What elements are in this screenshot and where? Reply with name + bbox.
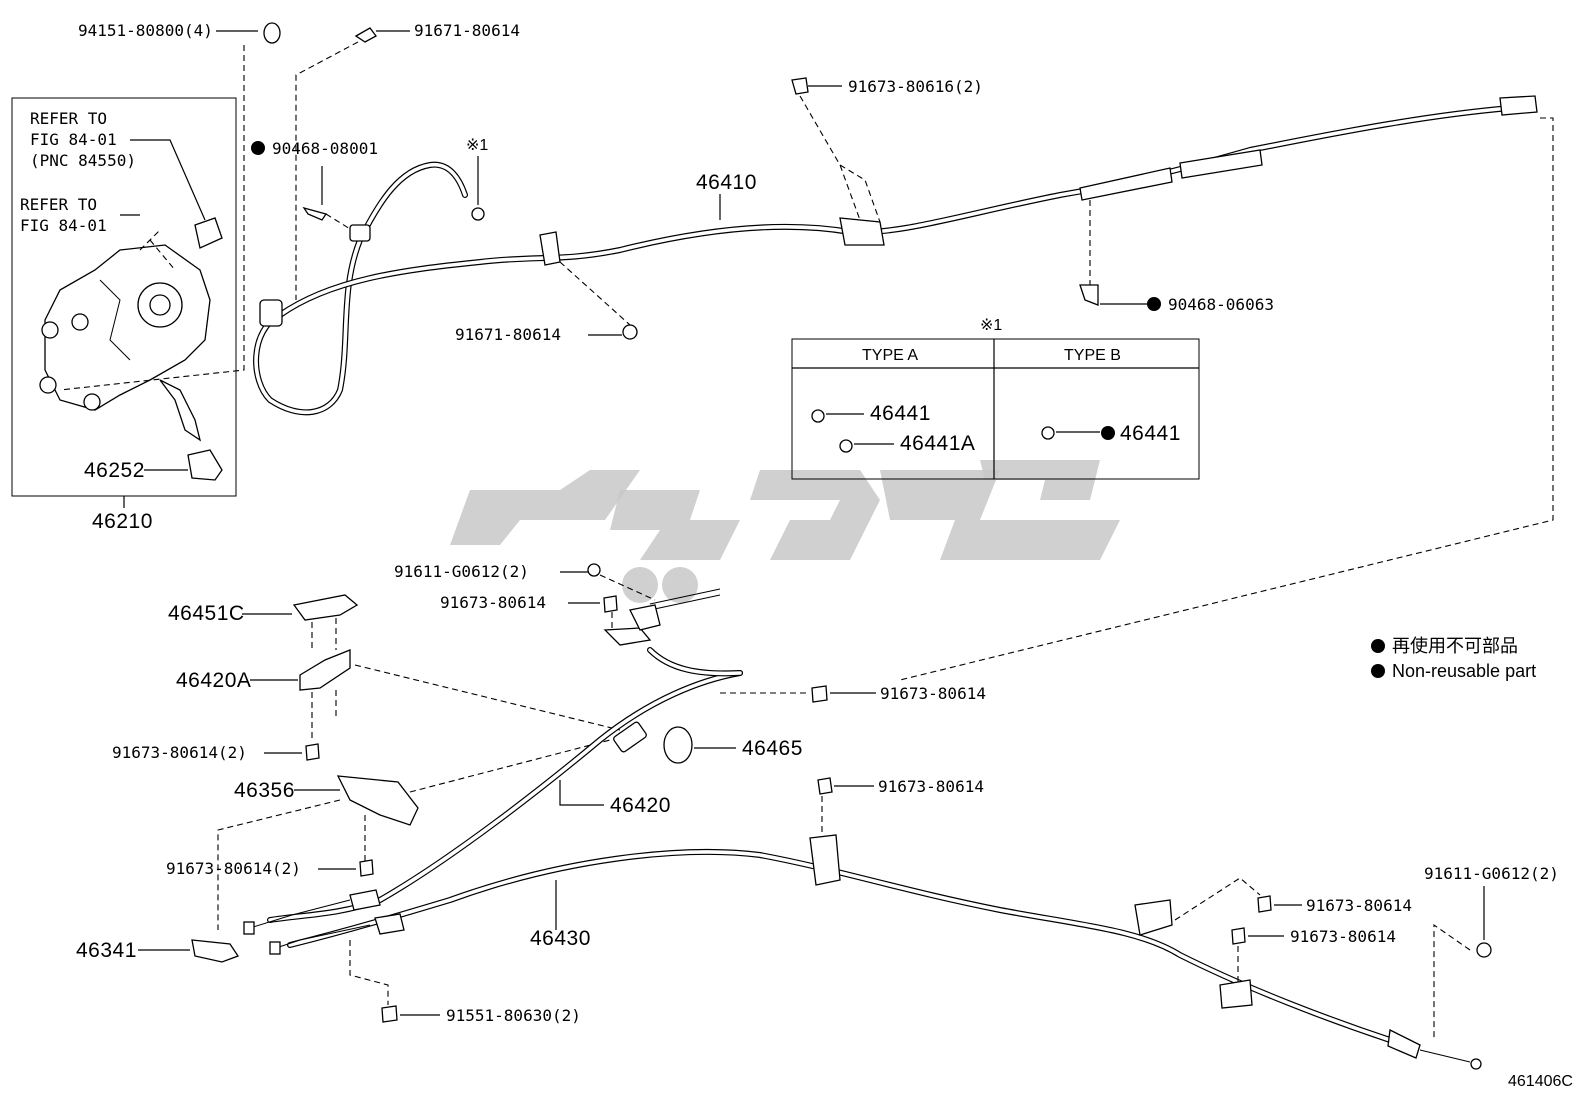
front-cable-46410-drawing: 46410 — [253, 95, 1538, 416]
clamp-46465-drawing — [663, 726, 693, 764]
bolt-91673-low-drawing — [817, 777, 833, 795]
part-91671-lower-label: 91671-80614 — [455, 325, 561, 344]
bolt-91551-drawing — [381, 1005, 398, 1023]
pedal-assembly-box: REFER TO FIG 84-01 (PNC 84550) REFER TO … — [11, 97, 237, 497]
part-46420A-label: 46420A — [176, 669, 251, 692]
type-table: ※1 TYPE A TYPE B 46441 46441A 46441 — [791, 317, 1200, 480]
rear-cable-46430-drawing — [269, 834, 1482, 1070]
part-46465-label: 46465 — [742, 737, 803, 760]
part-46451C-label: 46451C — [168, 602, 245, 625]
non-reusable-dot-90468-06063 — [1147, 297, 1161, 311]
part-91673-r1-label: 91673-80614 — [1306, 896, 1412, 915]
refer-fig-label-2: FIG 84-01 — [20, 216, 107, 235]
bolt-91673-2b-drawing — [359, 859, 374, 877]
table-note-label: ※1 — [980, 317, 1002, 334]
part-91671-top-label: 91671-80614 — [414, 21, 520, 40]
part-91611-top-label: 91611-G0612(2) — [394, 562, 529, 581]
note-1-label: ※1 — [466, 137, 488, 154]
part-90468-08001-label: 90468-08001 — [272, 139, 378, 158]
refer-pnc-label: (PNC 84550) — [30, 151, 136, 170]
parking-brake-pedal-drawing — [39, 217, 223, 442]
refer-fig-label-1: FIG 84-01 — [30, 130, 117, 149]
part-91673-2a-label: 91673-80614(2) — [112, 743, 247, 762]
bracket-46356-drawing — [336, 775, 419, 826]
nut-46441-type-b-drawing — [1041, 426, 1055, 440]
part-91611-right-label: 91611-G0612(2) — [1424, 864, 1559, 883]
nut-94151-drawing — [263, 22, 281, 44]
bolt-91673-r1-drawing — [1257, 895, 1272, 913]
legend-dot-en — [1371, 664, 1385, 678]
nut-46441-type-a-drawing — [811, 409, 825, 423]
bolt-91673-mid-drawing — [603, 595, 618, 613]
part-91673-r2-label: 91673-80614 — [1290, 927, 1396, 946]
part-94151-label: 94151-80800(4) — [78, 21, 213, 40]
part-46341-label: 46341 — [76, 939, 137, 962]
nut-46441A-drawing — [839, 439, 853, 453]
bolt-91673-r2-drawing — [1231, 927, 1246, 945]
part-46410-label: 46410 — [696, 171, 757, 194]
bolt-91673-80616-drawing — [791, 77, 809, 95]
part-91673-low-label: 91673-80614 — [878, 777, 984, 796]
legend-japanese-text: 再使用不可部品 — [1392, 636, 1518, 656]
bracket-46420A-drawing — [299, 649, 351, 691]
watermark-logo — [450, 460, 1120, 603]
type-a-header: TYPE A — [862, 347, 918, 364]
bolt-91671-lower-drawing — [622, 324, 638, 340]
part-91673-mid-label: 91673-80614 — [440, 593, 546, 612]
legend-dot-jp — [1371, 639, 1385, 653]
clip-90468-06063-drawing — [1079, 284, 1099, 306]
legend: 再使用不可部品 Non-reusable part — [1371, 636, 1536, 681]
part-46356-label: 46356 — [234, 779, 295, 802]
non-reusable-dot-46441 — [1101, 426, 1115, 440]
figure-code: 461406C — [1508, 1073, 1573, 1090]
part-91673-80616-label: 91673-80616(2) — [848, 77, 983, 96]
type-b-header: TYPE B — [1064, 347, 1121, 364]
legend-english-text: Non-reusable part — [1392, 661, 1536, 681]
bolt-91671-top-drawing — [354, 27, 377, 43]
part-91551-label: 91551-80630(2) — [446, 1006, 581, 1025]
bracket-46451C-drawing — [292, 594, 359, 621]
part-46441A-label: 46441A — [900, 432, 975, 455]
non-reusable-dot-90468-08001 — [251, 141, 265, 155]
part-91673-right-label: 91673-80614 — [880, 684, 986, 703]
part-46441-type-a-label: 46441 — [870, 402, 931, 425]
bolt-91673-2a-drawing — [305, 743, 320, 761]
part-46210-label: 46210 — [92, 510, 153, 533]
part-46430-label: 46430 — [530, 927, 591, 950]
bolt-91611-top-drawing — [587, 563, 601, 577]
equalizer-drawing — [603, 588, 721, 646]
nut-note1-drawing — [471, 207, 485, 221]
part-90468-06063-label: 90468-06063 — [1168, 295, 1274, 314]
rear-cable-46420-drawing — [243, 647, 743, 935]
clip-90468-08001-drawing — [302, 206, 328, 221]
part-46252-label: 46252 — [84, 459, 145, 482]
refer-to-label-2: REFER TO — [20, 195, 97, 214]
pedal-pad-46252-drawing — [187, 449, 223, 481]
part-91673-2b-label: 91673-80614(2) — [166, 859, 301, 878]
bolt-91611-right-drawing — [1476, 942, 1492, 958]
part-46441-type-b-label: 46441 — [1120, 422, 1181, 445]
bolt-91673-right-drawing — [811, 685, 828, 703]
part-46420-label: 46420 — [610, 794, 671, 817]
clip-46341-drawing — [191, 939, 239, 963]
refer-to-label-1: REFER TO — [30, 109, 107, 128]
